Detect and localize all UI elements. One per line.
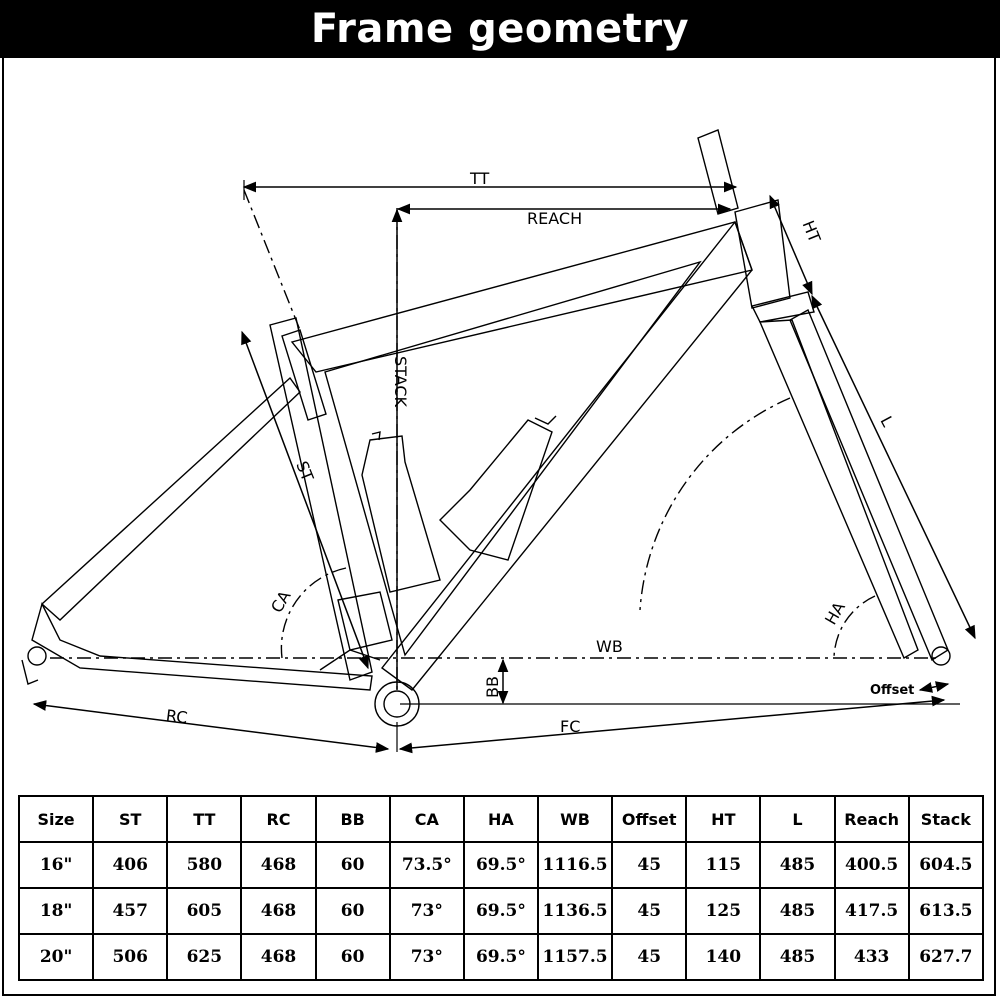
wb-label: WB xyxy=(596,637,623,656)
table-header-cell: ST xyxy=(92,795,169,843)
table-cell: 69.5° xyxy=(462,933,539,981)
table-header-cell: BB xyxy=(314,795,391,843)
table-header-cell: RC xyxy=(240,795,317,843)
offset-dimension xyxy=(918,681,950,693)
stack-label: STACK xyxy=(391,356,410,408)
table-cell: 45 xyxy=(611,933,688,981)
table-cell: 45 xyxy=(611,887,688,935)
ha-label: HA xyxy=(821,599,849,628)
chain-stay xyxy=(31,602,373,691)
table-cell: 468 xyxy=(240,933,317,981)
table-cell: 625 xyxy=(166,933,243,981)
table-cell: 468 xyxy=(240,887,317,935)
table-header-cell: Reach xyxy=(833,795,910,843)
table-header-cell: HA xyxy=(462,795,539,843)
front-dropout xyxy=(931,646,951,666)
table-cell: 468 xyxy=(240,841,317,889)
table-cell: 125 xyxy=(685,887,762,935)
geometry-table: Size ST TT RC BB CA HA WB Offset HT L Re… xyxy=(17,795,985,981)
table-cell: 18" xyxy=(17,887,95,935)
table-cell: 45 xyxy=(611,841,688,889)
table-cell: 400.5 xyxy=(833,841,910,889)
st-axis-line xyxy=(243,189,301,331)
st-dimension xyxy=(241,330,369,670)
table-cell: 115 xyxy=(685,841,762,889)
table-cell: 73° xyxy=(388,887,465,935)
table-cell: 406 xyxy=(92,841,169,889)
rc-dimension xyxy=(32,700,390,753)
table-header-cell: CA xyxy=(388,795,465,843)
table-header-cell: L xyxy=(759,795,836,843)
table-header-cell: HT xyxy=(685,795,762,843)
top-tube xyxy=(290,221,753,373)
bottle-1 xyxy=(361,435,441,593)
seat-tube xyxy=(269,317,373,681)
page-title: Frame geometry xyxy=(0,0,1000,58)
ht-dimension xyxy=(769,194,813,296)
table-row: 16" 406 580 468 60 73.5° 69.5° 1116.5 45… xyxy=(17,841,985,889)
table-cell: 613.5 xyxy=(907,887,985,935)
table-header-row: Size ST TT RC BB CA HA WB Offset HT L Re… xyxy=(17,795,985,843)
table-cell: 485 xyxy=(759,887,836,935)
table-cell: 60 xyxy=(314,933,391,981)
fc-dimension xyxy=(398,695,946,754)
table-header-cell: TT xyxy=(166,795,243,843)
table-cell: 485 xyxy=(759,933,836,981)
table-cell: 580 xyxy=(166,841,243,889)
content-border xyxy=(2,58,996,996)
table-cell: 73.5° xyxy=(388,841,465,889)
table-cell: 140 xyxy=(685,933,762,981)
table-cell: 60 xyxy=(314,887,391,935)
table-row: 18" 457 605 468 60 73° 69.5° 1136.5 45 1… xyxy=(17,887,985,935)
ha-arc xyxy=(639,397,791,611)
table-cell: 457 xyxy=(92,887,169,935)
table-cell: 60 xyxy=(314,841,391,889)
table-cell: 433 xyxy=(833,933,910,981)
reach-label: REACH xyxy=(527,209,582,228)
table-cell: 16" xyxy=(17,841,95,889)
table-cell: 604.5 xyxy=(907,841,985,889)
rc-label: RC xyxy=(165,706,189,727)
fork-steerer xyxy=(697,129,739,215)
fc-label: FC xyxy=(560,717,580,736)
table-cell: 1136.5 xyxy=(536,887,614,935)
offset-label: Offset xyxy=(870,683,914,698)
fork-crown xyxy=(750,291,815,323)
head-tube xyxy=(734,199,791,309)
table-header-cell: Size xyxy=(17,795,95,843)
bb-label: BB xyxy=(483,676,502,698)
table-row: 20" 506 625 468 60 73° 69.5° 1157.5 45 1… xyxy=(17,933,985,981)
table-cell: 1116.5 xyxy=(536,841,614,889)
table-cell: 73° xyxy=(388,933,465,981)
l-label: L xyxy=(876,413,897,430)
down-tube xyxy=(381,220,753,691)
ht-label: HT xyxy=(798,218,824,246)
table-cell: 69.5° xyxy=(462,841,539,889)
table-cell: 605 xyxy=(166,887,243,935)
table-cell: 1157.5 xyxy=(536,933,614,981)
table-header-cell: Stack xyxy=(907,795,985,843)
table-header-cell: Offset xyxy=(611,795,688,843)
table-cell: 627.7 xyxy=(907,933,985,981)
l-dimension xyxy=(811,294,976,640)
table-cell: 20" xyxy=(17,933,95,981)
table-cell: 417.5 xyxy=(833,887,910,935)
fork-leg-front xyxy=(789,309,949,662)
seat-stay xyxy=(40,376,301,621)
rear-dropout xyxy=(27,646,47,666)
table-header-cell: WB xyxy=(536,795,614,843)
table-cell: 485 xyxy=(759,841,836,889)
st-label: ST xyxy=(292,458,317,484)
table-cell: 506 xyxy=(92,933,169,981)
bottle-2 xyxy=(439,419,553,561)
table-cell: 69.5° xyxy=(462,887,539,935)
tt-label: TT xyxy=(469,169,489,188)
